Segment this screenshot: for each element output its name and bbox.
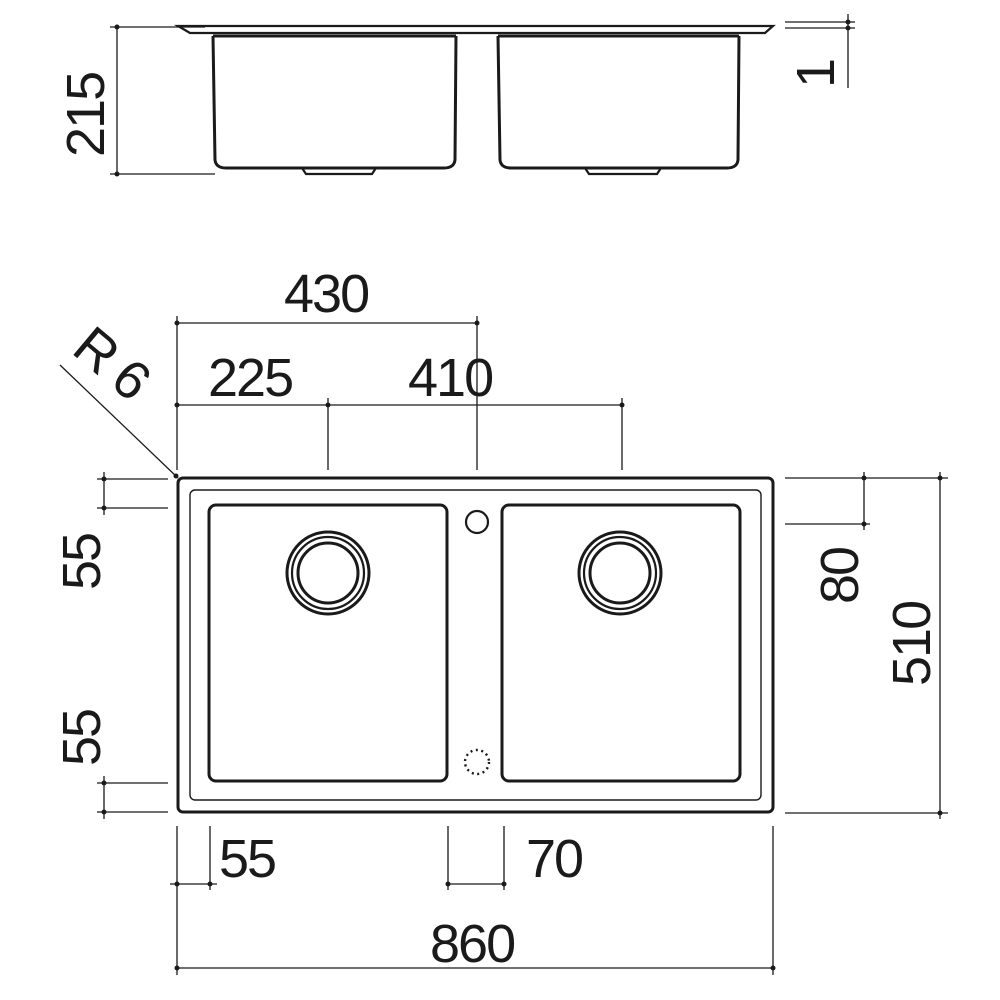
top-view-outer-frame — [176, 476, 775, 814]
side-view-right-drain — [584, 167, 662, 176]
dim-430 — [174, 316, 480, 470]
dim-left-waste-label: 225 — [208, 348, 292, 408]
dim-right-waste-label: 410 — [408, 348, 492, 408]
side-view-left-bowl — [211, 35, 458, 170]
dim-waste-offsets — [174, 398, 625, 470]
side-view-rim — [173, 24, 776, 35]
dim-rim-label: 1 — [786, 60, 846, 88]
dim-divider-label: 70 — [526, 829, 582, 889]
dim-corner-radius-label: R 6 — [62, 315, 160, 411]
dim-top-margin-label: 55 — [52, 534, 112, 590]
dim-height-label: 215 — [56, 73, 116, 157]
dim-total-depth-label: 510 — [882, 602, 942, 686]
dim-half-width-label: 430 — [284, 264, 368, 324]
right-waste-drain — [577, 530, 663, 616]
dim-left-margins — [97, 472, 168, 819]
left-waste-drain — [285, 530, 371, 616]
top-view — [176, 476, 775, 814]
dim-bottom-margin-label: 55 — [52, 710, 112, 766]
dim-total-width-label: 860 — [430, 914, 514, 974]
side-view — [110, 14, 855, 177]
overflow-knockout — [463, 748, 491, 776]
top-view-inner-rim — [189, 489, 762, 801]
tap-hole — [464, 509, 490, 535]
dim-right-depths — [785, 472, 948, 819]
top-view-left-bowl — [207, 503, 449, 783]
dim-bottom — [170, 826, 776, 975]
radius-leader — [59, 364, 179, 479]
dim-left-margin-label: 55 — [219, 829, 275, 889]
dim-tap-hole-label: 80 — [810, 548, 870, 604]
side-view-left-drain — [301, 167, 377, 176]
side-view-right-bowl — [496, 35, 741, 170]
top-view-right-bowl — [500, 503, 742, 783]
